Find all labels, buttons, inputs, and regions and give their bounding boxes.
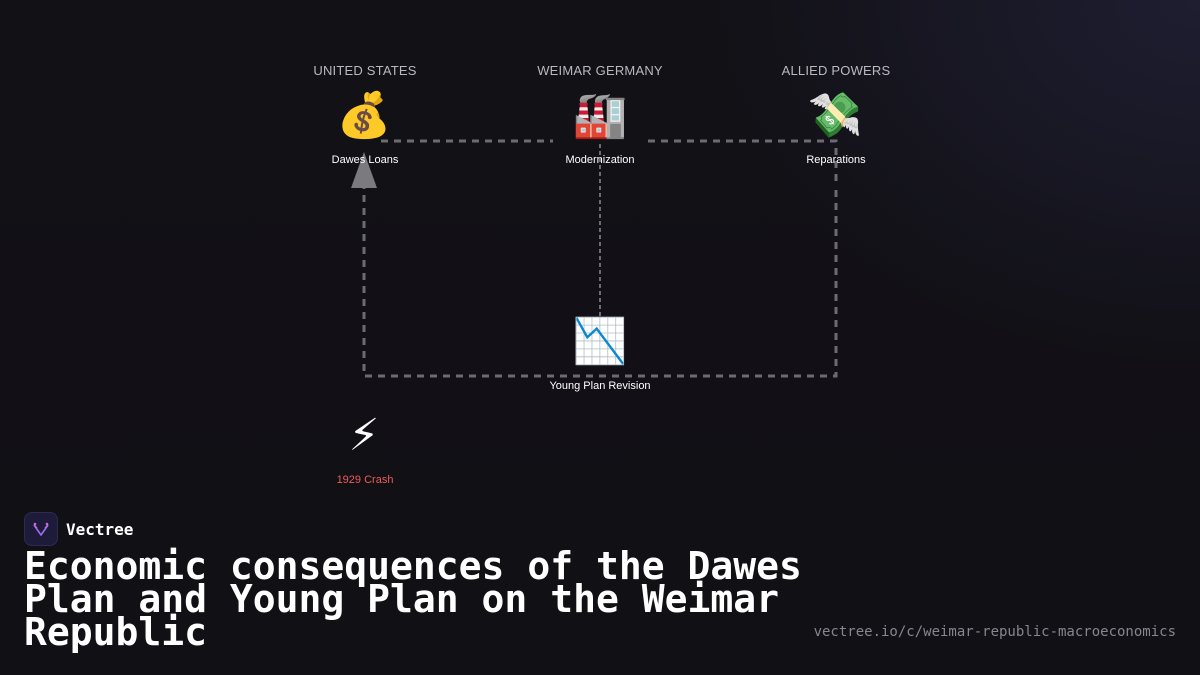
edge-reparations-loop-to-dawes [362, 188, 838, 378]
node-label-dawes-loans: Dawes Loans [331, 154, 399, 166]
column-label-weimar-germany: WEIMAR GERMANY [537, 63, 663, 78]
arrowhead-dawes [351, 152, 377, 188]
edge-modernization-to-reparations [648, 139, 838, 185]
page-title: Economic consequences of the Dawes Plan … [24, 544, 802, 654]
column-label-united-states: UNITED STATES [313, 63, 417, 78]
vectree-logo-icon [24, 512, 58, 546]
money-with-wings-icon: 💸 [807, 90, 863, 141]
chart-decreasing-icon: 📉 [572, 316, 628, 367]
column-label-allied-powers: ALLIED POWERS [781, 63, 891, 78]
node-label-reparations: Reparations [806, 154, 866, 166]
brand-name: Vectree [66, 519, 134, 539]
factory-icon: 🏭 [572, 90, 628, 141]
source-url: vectree.io/c/weimar-republic-macroeconom… [813, 624, 1176, 640]
node-label-1929-crash: 1929 Crash [336, 474, 394, 486]
money-bag-icon: 💰 [336, 90, 392, 141]
lightning-icon: ⚡ [348, 410, 380, 461]
node-label-young-plan-revision: Young Plan Revision [549, 380, 651, 392]
brand: Vectree [24, 512, 133, 546]
node-label-modernization: Modernization [565, 154, 635, 166]
